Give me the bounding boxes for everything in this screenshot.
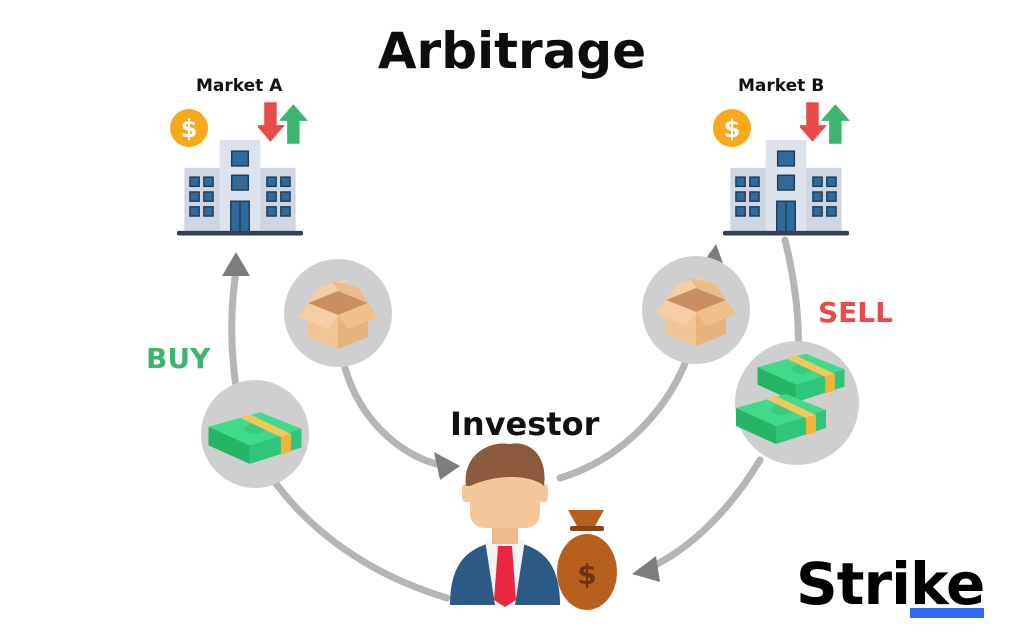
investor-avatar-icon [450,443,560,607]
svg-text:$: $ [577,558,596,591]
brand-suffix: ke [909,550,985,618]
investor-label: Investor [450,405,600,443]
buy-label: BUY [146,342,211,375]
brand-prefix: Stri [796,550,911,618]
sell-label: SELL [818,296,893,329]
flow-arrow-icon [222,252,250,276]
market-a-label: Market A [196,76,283,96]
market-b-label: Market B [738,76,825,96]
page-title: Arbitrage [377,22,647,80]
money-bag-icon: $ [557,510,617,610]
brand-logo: Strike [796,550,985,618]
